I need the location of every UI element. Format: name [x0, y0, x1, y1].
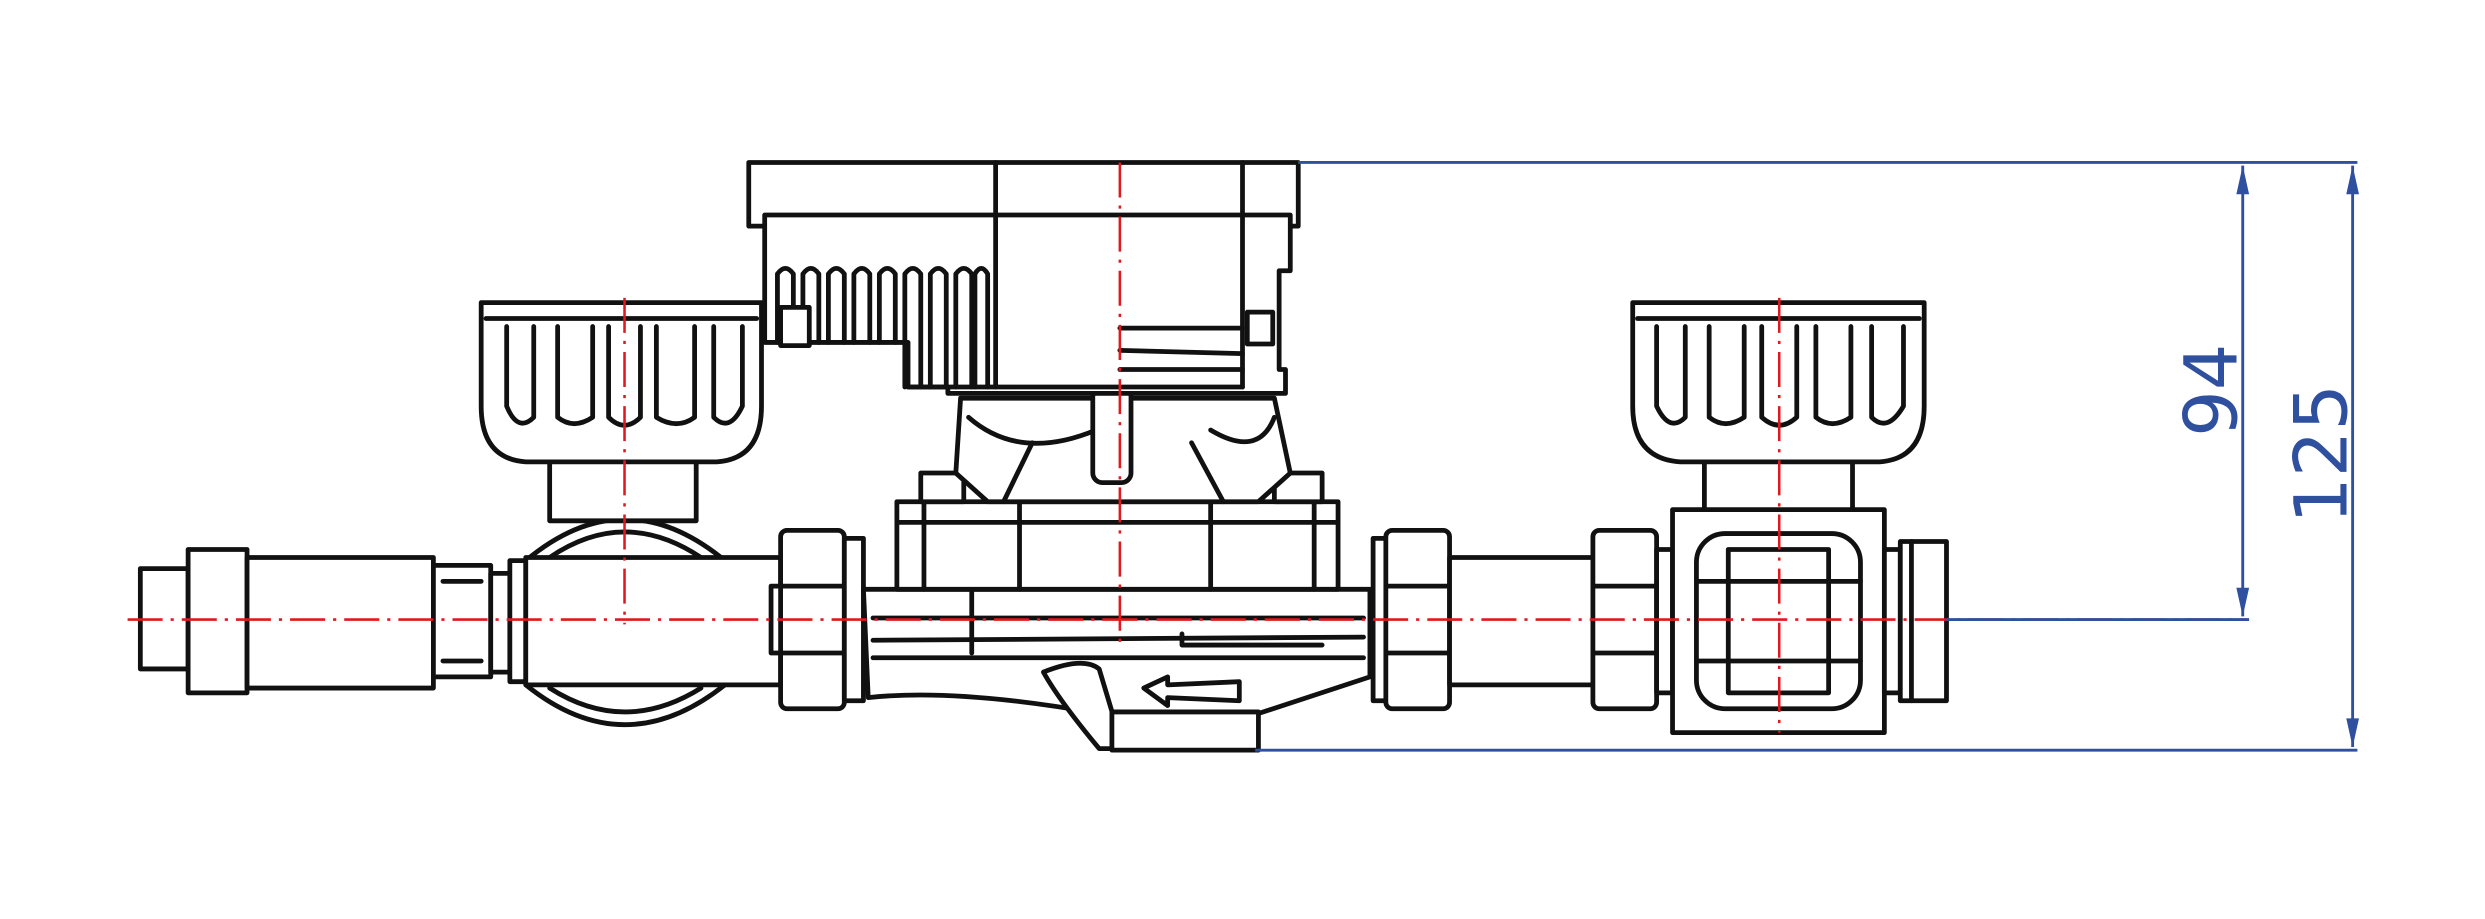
centerlines	[127, 162, 2246, 733]
left-ball-valve	[478, 300, 783, 728]
dimension-94-label: 94	[2169, 344, 2254, 437]
dimension-lines: 94 125	[1255, 161, 2364, 752]
pump-housing	[861, 384, 1373, 753]
right-valve	[1630, 300, 1949, 736]
left-end-fitting	[137, 547, 532, 696]
cooling-fins	[775, 266, 991, 390]
dimension-125-label: 125	[2279, 384, 2364, 524]
pump-motor-head	[746, 160, 1301, 396]
